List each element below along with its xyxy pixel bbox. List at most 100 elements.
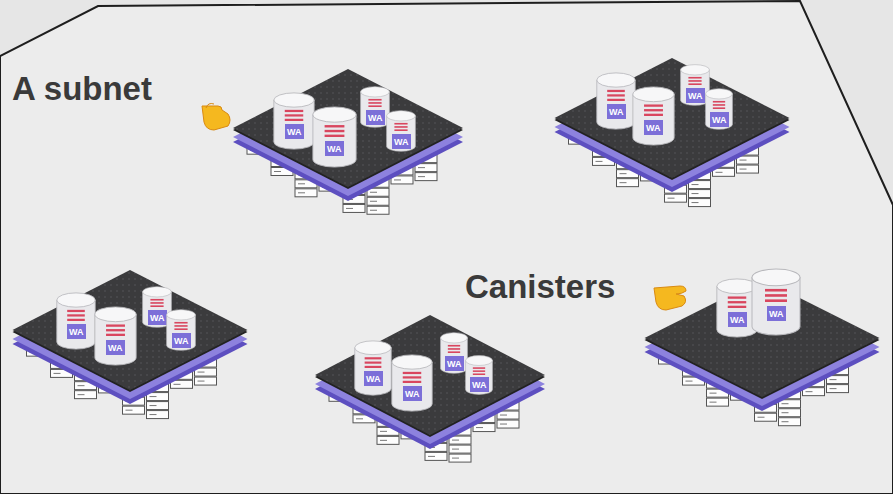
server-slot	[476, 427, 483, 428]
canister: WA	[360, 86, 390, 128]
canister: WA	[94, 306, 137, 366]
server-slot	[150, 405, 157, 406]
callout-label: Canisters	[465, 268, 615, 306]
server	[449, 454, 471, 462]
server-slot	[452, 440, 459, 441]
canister-label: WA	[285, 124, 304, 139]
tile-top	[13, 270, 248, 390]
server-slot	[806, 391, 813, 392]
canister: WA	[596, 72, 636, 130]
canister: WA	[751, 268, 801, 336]
canister: WA	[391, 354, 433, 412]
server-slot	[150, 414, 157, 415]
canister: WA	[465, 355, 493, 395]
canister-label: WA	[644, 120, 663, 135]
canister-cylinder	[312, 106, 357, 168]
server-slot	[692, 202, 699, 203]
server	[779, 409, 801, 417]
canister-label: WA	[728, 312, 747, 327]
server-slot	[428, 456, 435, 457]
server-slot	[78, 385, 85, 386]
canister-label: WA	[67, 324, 86, 339]
server-slot	[370, 210, 377, 211]
server-slot	[150, 396, 157, 397]
canister: WA	[273, 92, 315, 150]
server-slot	[380, 431, 387, 432]
subnet-tile	[13, 270, 248, 419]
server-slot	[782, 412, 789, 413]
canister: WA	[386, 110, 416, 152]
server-slot	[370, 192, 377, 193]
server	[415, 173, 437, 181]
server-slot	[500, 424, 507, 425]
server	[707, 398, 729, 406]
canister-cylinder	[354, 340, 392, 396]
callout-label: A subnet	[12, 70, 152, 108]
canister-label: WA	[172, 333, 191, 348]
canister-cylinder	[273, 92, 315, 150]
pointing-hand	[202, 104, 230, 131]
server-slot	[274, 171, 281, 172]
canister-label: WA	[767, 306, 786, 321]
server	[425, 452, 447, 460]
server-slot	[126, 410, 133, 411]
server-slot	[418, 176, 425, 177]
server	[343, 204, 365, 212]
canister: WA	[440, 332, 468, 374]
canister: WA	[354, 340, 392, 396]
canister-label: WA	[686, 88, 705, 103]
server-slot	[298, 183, 305, 184]
canister-cylinder	[56, 292, 96, 350]
canister-label: WA	[607, 104, 626, 119]
server	[755, 413, 777, 421]
server-slot	[380, 440, 387, 441]
subnet-tile	[233, 69, 463, 214]
server-slot	[298, 192, 305, 193]
server-slot	[830, 388, 837, 389]
server-slot	[692, 193, 699, 194]
server	[367, 197, 389, 205]
server	[689, 199, 711, 207]
server	[689, 190, 711, 198]
canister: WA	[632, 86, 675, 146]
canister-label: WA	[106, 340, 125, 355]
canister-cylinder	[596, 72, 636, 130]
tile-top	[555, 58, 790, 178]
server-slot	[500, 415, 507, 416]
server-slot	[710, 402, 717, 403]
server-slot	[740, 169, 747, 170]
subnet-tile	[315, 315, 545, 462]
server-slot	[394, 179, 401, 180]
pointing-hand	[654, 286, 686, 310]
server-slot	[830, 379, 837, 380]
server-slot	[620, 173, 627, 174]
server-slot	[782, 421, 789, 422]
subnet-tile	[555, 58, 790, 207]
canister-label: WA	[403, 386, 422, 401]
server	[737, 165, 759, 173]
server-slot	[418, 167, 425, 168]
canister-cylinder	[751, 268, 801, 336]
server-slot	[198, 372, 205, 373]
server-slot	[198, 381, 205, 382]
server	[367, 206, 389, 214]
server	[827, 385, 849, 393]
canister-label: WA	[392, 134, 411, 149]
server-slot	[782, 403, 789, 404]
canister: WA	[166, 309, 196, 351]
server-slot	[356, 418, 363, 419]
server	[665, 194, 687, 202]
canister-cylinder	[632, 86, 675, 146]
canister-cylinder	[391, 354, 433, 412]
server	[377, 436, 399, 444]
canister-cylinder	[94, 306, 137, 366]
canister-label: WA	[445, 356, 464, 371]
server-slot	[596, 161, 603, 162]
server	[123, 406, 145, 414]
server-slot	[452, 449, 459, 450]
server	[617, 179, 639, 187]
server-slot	[686, 381, 693, 382]
server-slot	[758, 417, 765, 418]
server	[147, 411, 169, 419]
